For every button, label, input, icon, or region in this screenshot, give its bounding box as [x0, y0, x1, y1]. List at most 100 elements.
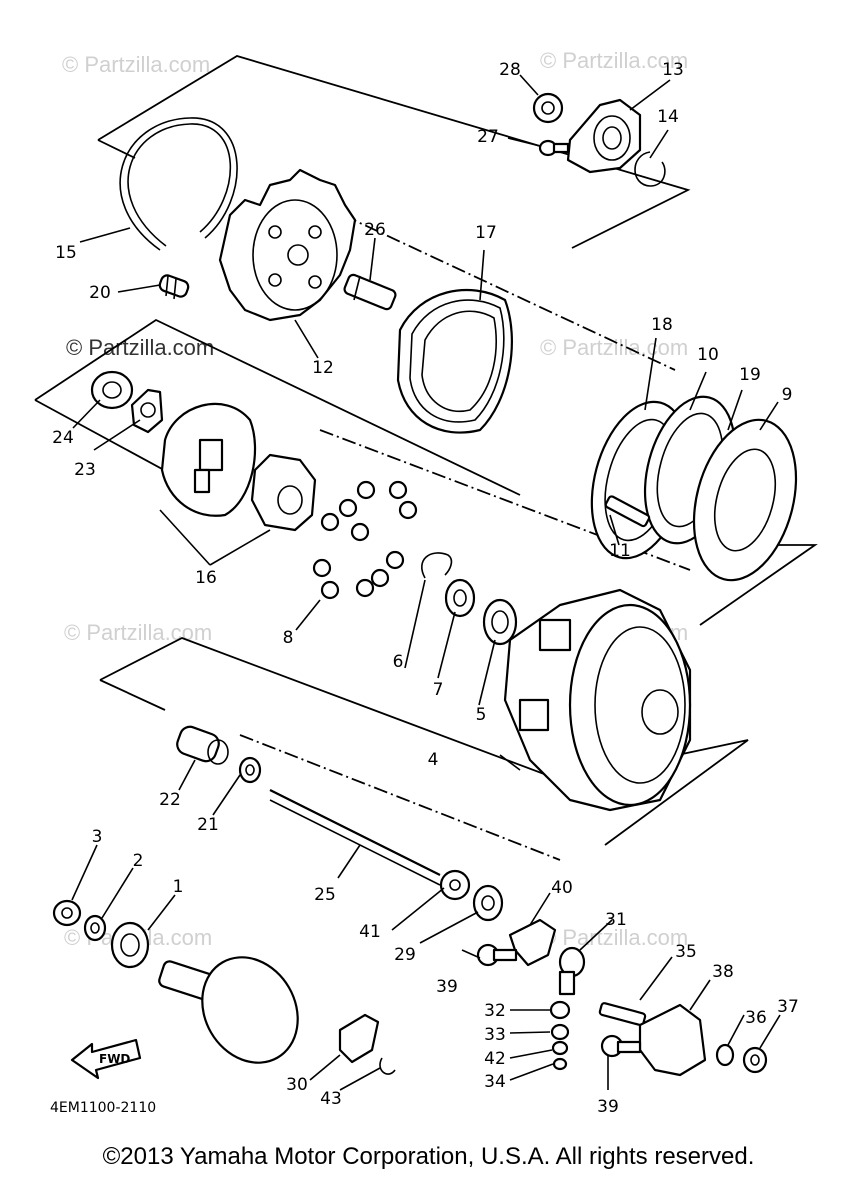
callout-42: 42	[484, 1049, 506, 1069]
callout-37: 37	[777, 997, 799, 1017]
callout-35: 35	[675, 942, 697, 962]
callout-5: 5	[476, 705, 487, 725]
callout-34: 34	[484, 1072, 506, 1092]
push-rod-edge	[269, 799, 441, 886]
callout-27: 27	[477, 127, 499, 147]
frame-upper-tail	[97, 139, 136, 159]
callout-numbers: 1 2 3 4 5 6 7 8 9 10 11 12 13 14 15 16 1…	[52, 60, 799, 1117]
callout-38: 38	[712, 962, 734, 982]
washer-2-part	[83, 914, 107, 942]
bearing-29-part	[472, 884, 504, 922]
clutch-plate-stack-part	[590, 395, 798, 582]
callout-40: 40	[551, 878, 573, 898]
callout-33: 33	[484, 1025, 506, 1045]
callout-26: 26	[364, 220, 386, 240]
nut-37-part	[742, 1046, 768, 1074]
callout-21: 21	[197, 815, 219, 835]
frame-upper	[97, 55, 691, 249]
clutch-housing-part	[503, 588, 692, 812]
callout-3: 3	[92, 827, 103, 847]
balls-part	[312, 480, 418, 600]
clip-43-part	[379, 1057, 396, 1075]
nut-part	[532, 92, 564, 124]
copyright-notice: ©2013 Yamaha Motor Corporation, U.S.A. A…	[102, 1143, 755, 1170]
callout-19: 19	[739, 365, 761, 385]
callout-36: 36	[745, 1008, 767, 1028]
callout-41: 41	[359, 922, 381, 942]
bearing-part	[482, 598, 518, 646]
washer-21-part	[238, 756, 262, 784]
gear-part	[250, 453, 317, 532]
push-lever-shaft-part	[158, 956, 299, 1064]
callout-6: 6	[393, 652, 404, 672]
watermark-1: © Partzilla.com	[62, 52, 210, 77]
callout-13: 13	[662, 60, 684, 80]
bolt-part	[538, 139, 570, 157]
callout-2: 2	[133, 851, 144, 871]
circlip-small-part	[421, 552, 453, 579]
axis-lower	[239, 734, 561, 861]
nut-3-part	[52, 899, 82, 927]
watermark-2: © Partzilla.com	[540, 48, 688, 73]
frame-middle-top	[34, 318, 521, 496]
lever-30-part	[338, 1013, 380, 1064]
adjuster-washers-part	[549, 1000, 571, 1071]
watermark-3: © Partzilla.com	[66, 335, 214, 360]
callout-15: 15	[55, 243, 77, 263]
callout-1: 1	[173, 877, 184, 897]
frame-lower-tail	[99, 679, 166, 711]
callout-22: 22	[159, 790, 181, 810]
callout-8: 8	[283, 628, 294, 648]
callout-39-upper: 39	[436, 977, 458, 997]
lock-nut-part	[90, 370, 134, 410]
bearing-housing-part	[566, 98, 642, 174]
bolt-39-upper-part	[476, 943, 518, 967]
bolt-35-part	[598, 1002, 647, 1027]
callout-9: 9	[782, 385, 793, 405]
bolt-11-part	[604, 495, 651, 528]
callout-30: 30	[286, 1075, 308, 1095]
push-rod-part	[269, 789, 441, 876]
callout-32: 32	[484, 1001, 506, 1021]
callout-18: 18	[651, 315, 673, 335]
circlip-ring-inner	[127, 123, 232, 247]
callout-20: 20	[89, 283, 111, 303]
collar-part	[176, 725, 229, 765]
callout-4: 4	[428, 750, 439, 770]
callout-24: 24	[52, 428, 74, 448]
adjuster-31-part	[558, 946, 586, 996]
callout-28: 28	[499, 60, 521, 80]
clutch-boss-part	[160, 402, 257, 517]
axis-upper	[299, 194, 676, 371]
thrust-washer-part	[444, 578, 476, 618]
callout-29: 29	[394, 945, 416, 965]
watermark-4: © Partzilla.com	[540, 335, 688, 360]
callout-31: 31	[605, 910, 627, 930]
callout-43: 43	[320, 1089, 342, 1109]
bracket-38-part	[638, 1003, 707, 1077]
callout-10: 10	[697, 345, 719, 365]
callout-12: 12	[312, 358, 334, 378]
washer-36-part	[715, 1043, 735, 1067]
circlip-ring-part	[119, 117, 238, 251]
callout-25: 25	[314, 885, 336, 905]
lock-washer-part	[130, 388, 164, 434]
callout-17: 17	[475, 223, 497, 243]
friction-plates-part	[396, 288, 513, 434]
callout-16: 16	[195, 568, 217, 588]
callout-39-lower: 39	[597, 1097, 619, 1117]
pressure-plate-part	[218, 168, 357, 322]
callout-14: 14	[657, 107, 679, 127]
watermark-8: © Partzilla.com	[540, 925, 688, 950]
callout-23: 23	[74, 460, 96, 480]
clip-part	[634, 151, 666, 187]
axis-middle	[319, 429, 691, 571]
washer-41-part	[439, 869, 471, 901]
spring-part	[158, 274, 190, 300]
fwd-arrow-icon: FWD	[70, 1038, 142, 1080]
fwd-label: FWD	[99, 1052, 130, 1066]
push-rod-end-part	[343, 273, 397, 311]
diagram-code: 4EM1100-2110	[50, 1100, 156, 1116]
callout-11: 11	[609, 541, 631, 561]
